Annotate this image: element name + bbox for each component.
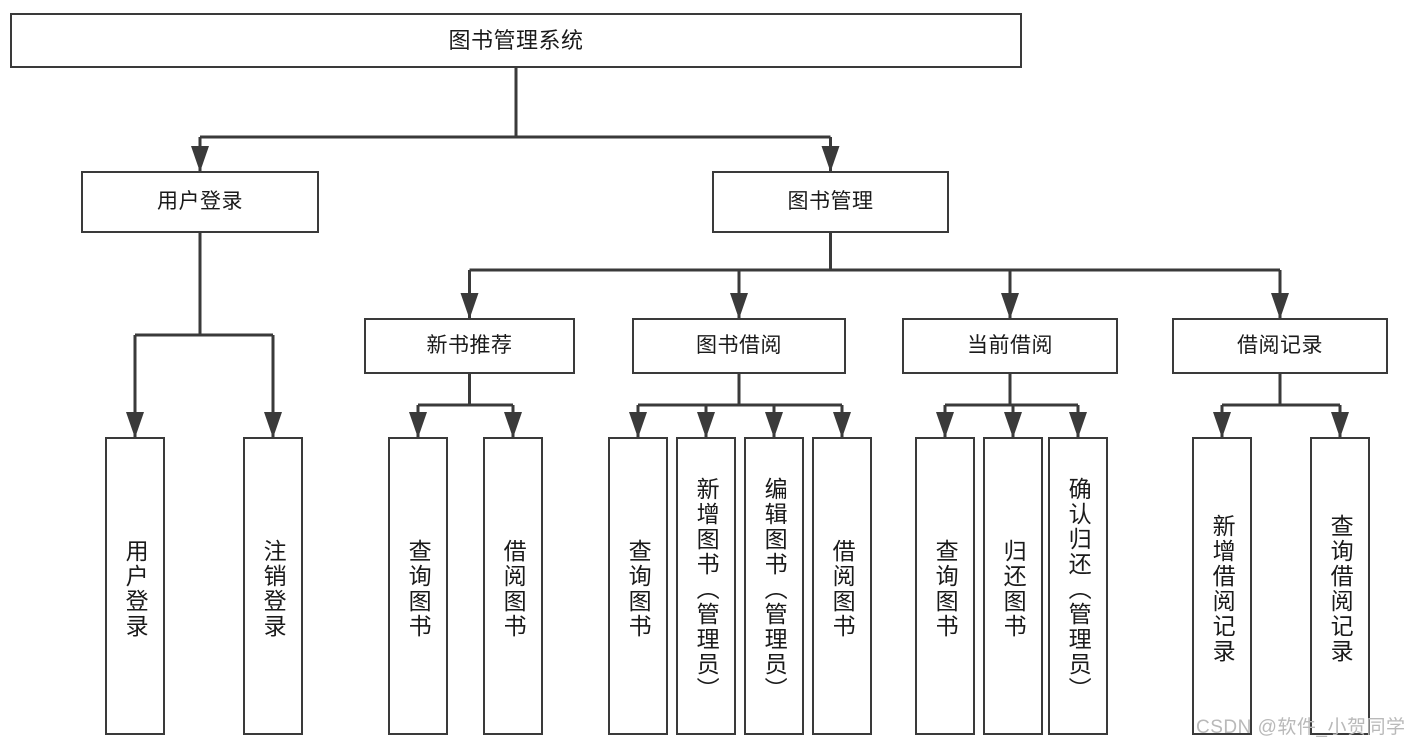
- node-label-user-login: 用户登录: [157, 189, 243, 213]
- node-leaf-add-borrow-record[interactable]: 新增借阅记录: [1192, 437, 1252, 735]
- node-label-leaf-borrow-book-2: 借阅图书: [829, 539, 856, 639]
- node-label-leaf-query-borrow-record: 查询借阅记录: [1327, 514, 1354, 664]
- node-leaf-add-book[interactable]: 新增图书（管理员）: [676, 437, 736, 735]
- arrowhead-icon: [765, 412, 783, 438]
- arrowhead-icon: [504, 412, 522, 438]
- arrowhead-icon: [191, 146, 209, 172]
- node-label-leaf-return-book: 归还图书: [1000, 539, 1027, 639]
- arrowhead-icon: [821, 146, 840, 172]
- arrowhead-icon: [833, 412, 851, 438]
- node-label-book-borrow: 图书借阅: [696, 333, 782, 357]
- node-label-leaf-query-book-2: 查询图书: [625, 539, 652, 639]
- arrowhead-icon: [629, 412, 647, 438]
- node-user-login[interactable]: 用户登录: [81, 171, 319, 233]
- arrowhead-icon: [697, 412, 715, 438]
- node-leaf-query-book-2[interactable]: 查询图书: [608, 437, 668, 735]
- node-leaf-borrow-book-1[interactable]: 借阅图书: [483, 437, 543, 735]
- arrowhead-icon: [1331, 412, 1349, 438]
- arrowhead-icon: [1001, 293, 1019, 319]
- node-leaf-query-book-1[interactable]: 查询图书: [388, 437, 448, 735]
- arrowhead-icon: [1213, 412, 1231, 438]
- node-leaf-confirm-return[interactable]: 确认归还（管理员）: [1048, 437, 1108, 735]
- node-label-leaf-query-book-3: 查询图书: [932, 539, 959, 639]
- node-borrow-record[interactable]: 借阅记录: [1172, 318, 1388, 374]
- node-leaf-query-book-3[interactable]: 查询图书: [915, 437, 975, 735]
- node-leaf-user-login[interactable]: 用户登录: [105, 437, 165, 735]
- node-root[interactable]: 图书管理系统: [10, 13, 1022, 68]
- watermark-text: CSDN @软件_小贺同学: [1196, 717, 1405, 738]
- arrowhead-icon: [264, 412, 282, 438]
- node-leaf-borrow-book-2[interactable]: 借阅图书: [812, 437, 872, 735]
- node-label-leaf-add-borrow-record: 新增借阅记录: [1209, 514, 1236, 664]
- arrowhead-icon: [126, 412, 144, 438]
- arrowhead-icon: [936, 412, 954, 438]
- node-label-leaf-edit-book: 编辑图书（管理员）: [761, 476, 788, 702]
- node-label-book-management: 图书管理: [787, 189, 874, 213]
- node-label-current-borrow: 当前借阅: [967, 333, 1053, 357]
- node-leaf-user-logout[interactable]: 注销登录: [243, 437, 303, 735]
- node-label-leaf-query-book-1: 查询图书: [405, 539, 432, 639]
- node-label-leaf-user-login: 用户登录: [122, 539, 149, 639]
- node-book-borrow[interactable]: 图书借阅: [632, 318, 846, 374]
- node-leaf-edit-book[interactable]: 编辑图书（管理员）: [744, 437, 804, 735]
- node-current-borrow[interactable]: 当前借阅: [902, 318, 1118, 374]
- node-new-book-recommend[interactable]: 新书推荐: [364, 318, 575, 374]
- arrowhead-icon: [1271, 293, 1289, 319]
- node-label-leaf-user-logout: 注销登录: [260, 539, 287, 639]
- node-label-borrow-record: 借阅记录: [1237, 333, 1323, 357]
- node-label-leaf-add-book: 新增图书（管理员）: [693, 476, 720, 702]
- node-label-leaf-confirm-return: 确认归还（管理员）: [1065, 476, 1092, 702]
- arrowhead-icon: [409, 412, 427, 438]
- arrowhead-icon: [460, 293, 479, 319]
- arrowhead-icon: [1004, 412, 1022, 438]
- node-label-new-book-recommend: 新书推荐: [426, 333, 513, 357]
- node-label-root: 图书管理系统: [448, 27, 584, 53]
- node-book-management[interactable]: 图书管理: [712, 171, 949, 233]
- node-leaf-query-borrow-record[interactable]: 查询借阅记录: [1310, 437, 1370, 735]
- arrowhead-icon: [1069, 412, 1087, 438]
- node-label-leaf-borrow-book-1: 借阅图书: [500, 539, 527, 639]
- node-leaf-return-book[interactable]: 归还图书: [983, 437, 1043, 735]
- arrowhead-icon: [730, 293, 748, 319]
